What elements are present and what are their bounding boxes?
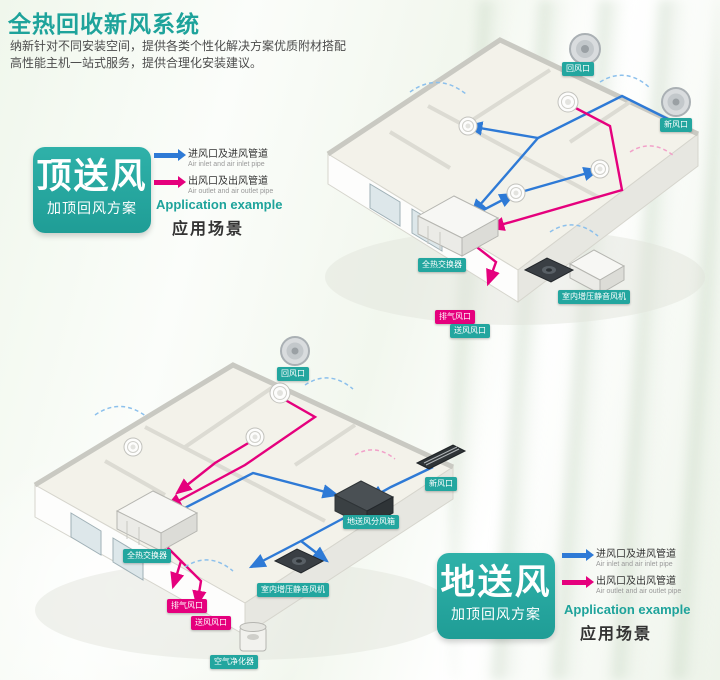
interior-wall <box>458 68 552 130</box>
callout-supply-vent-bottom: 送风风口 <box>191 616 231 630</box>
scheme-top-subname: 加顶回风方案 <box>47 200 137 216</box>
return-air-diffuser-photo <box>280 336 310 366</box>
application-example-cn: 应用场景 <box>172 221 245 238</box>
window <box>70 512 102 556</box>
callout-heat-exchanger-bottom: 全热交换器 <box>123 549 171 563</box>
airflow-arrows <box>94 377 396 572</box>
air-purifier-unit <box>239 622 267 652</box>
callout-exhaust-vent-bottom: 排气风口 <box>167 599 207 613</box>
legend-inlet-label-en: Air inlet and air inlet pipe <box>596 561 673 568</box>
inlet-arrow-icon <box>154 149 186 161</box>
application-example-en: Application example <box>564 602 691 617</box>
callout-air-purifier: 空气净化器 <box>210 655 258 669</box>
interior-wall <box>144 425 326 523</box>
house-bottom-svg <box>33 336 467 660</box>
ceiling-diffusers <box>458 91 610 203</box>
legend-inlet-label: 进风口及进风管道 <box>596 549 676 560</box>
heat-exchanger-unit <box>416 195 500 257</box>
legend-outlet-label: 出风口及出风管道 <box>596 576 676 587</box>
scheme-top-name: 顶送风 <box>36 157 148 196</box>
callout-fresh-air-inlet-bottom: 新风口 <box>425 477 457 491</box>
floor <box>34 364 455 604</box>
house-top-svg <box>325 33 705 325</box>
interior-wall <box>183 385 275 449</box>
legend-outlet-row: 出风口及出风管道 Air outlet and air outlet pipe <box>562 576 712 596</box>
booster-fan-unit <box>273 548 325 574</box>
scheme-top-badge: 顶送风 加顶回风方案 <box>33 147 151 233</box>
interior-wall <box>104 459 166 497</box>
scheme-bottom-subname: 加顶回风方案 <box>451 606 541 622</box>
callout-return-air-outlet-top: 回风口 <box>562 62 594 76</box>
page-subtitle: 纳新针对不同安装空间，提供各类个性化解决方案优质附材搭配 高性能主机一站式服务，… <box>10 38 346 72</box>
callout-booster-fan-top: 室内增压静音风机 <box>558 290 630 304</box>
inlet-duct-network <box>465 94 683 220</box>
wall-rim <box>33 362 455 488</box>
callout-booster-fan-bottom: 室内增压静音风机 <box>257 583 329 597</box>
legend-outlet-label-en: Air outlet and air outlet pipe <box>596 588 682 595</box>
outlet-arrow-icon <box>154 176 186 188</box>
cassette-fan-unit <box>523 257 575 283</box>
scheme-bottom-name: 地送风 <box>440 563 552 602</box>
legend-outlet-label-en: Air outlet and air outlet pipe <box>188 188 274 195</box>
application-example-top: Application example 应用场景 <box>156 197 282 239</box>
callout-floor-supply-box: 地送风分风箱 <box>343 515 399 529</box>
legend-inlet-row: 进风口及进风管道 Air inlet and air inlet pipe <box>562 549 712 569</box>
outlet-arrow-icon <box>562 576 594 588</box>
legend-inlet-row: 进风口及进风管道 Air inlet and air inlet pipe <box>154 149 304 169</box>
booster-fan-unit <box>568 249 626 295</box>
callout-supply-vent-top: 送风风口 <box>450 324 490 338</box>
wall-rim <box>326 37 700 157</box>
subtitle-line-1: 纳新针对不同安装空间，提供各类个性化解决方案优质附材搭配 <box>10 39 347 53</box>
legend-inlet-label: 进风口及进风管道 <box>188 149 268 160</box>
front-right-wall <box>517 132 699 304</box>
callout-return-air-outlet-bottom: 回风口 <box>277 367 309 381</box>
callout-fresh-air-inlet-top: 新风口 <box>660 118 692 132</box>
ceiling-diffusers <box>123 382 291 457</box>
interior-wall <box>388 130 452 170</box>
return-air-diffuser-photo <box>569 33 601 65</box>
window <box>369 183 401 227</box>
callout-heat-exchanger-top: 全热交换器 <box>418 258 466 272</box>
legend-top: 进风口及进风管道 Air inlet and air inlet pipe 出风… <box>154 149 304 203</box>
legend-inlet-label-en: Air inlet and air inlet pipe <box>188 161 265 168</box>
house-illustration-top: 回风口 新风口 全热交换器 室内增压静音风机 排气风口 送风风口 <box>300 22 715 352</box>
legend-outlet-label: 出风口及出风管道 <box>188 176 268 187</box>
house-illustration-bottom: 回风口 新风口 地送风分风箱 全热交换器 室内增压静音风机 排气风口 送风风口 … <box>5 335 485 680</box>
fresh-air-diffuser-photo <box>661 87 691 117</box>
page-title: 全热回收新风系统 <box>8 11 200 37</box>
legend-outlet-row: 出风口及出风管道 Air outlet and air outlet pipe <box>154 176 304 196</box>
application-example-bottom: Application example 应用场景 <box>564 602 690 644</box>
interior-wall <box>293 423 357 467</box>
callout-exhaust-vent-top: 排气风口 <box>435 310 475 324</box>
application-example-en: Application example <box>156 197 283 212</box>
fresh-air-grille-photo <box>415 444 467 470</box>
inlet-arrow-icon <box>562 549 594 561</box>
scheme-bottom-badge: 地送风 加顶回风方案 <box>437 553 555 639</box>
application-example-cn: 应用场景 <box>580 626 653 643</box>
interior-wall <box>427 104 601 200</box>
legend-bottom: 进风口及进风管道 Air inlet and air inlet pipe 出风… <box>562 549 712 603</box>
floor <box>327 39 699 271</box>
subtitle-line-2: 高性能主机一站式服务，提供合理化安装建议。 <box>10 56 263 70</box>
airflow-arrows <box>409 74 675 237</box>
